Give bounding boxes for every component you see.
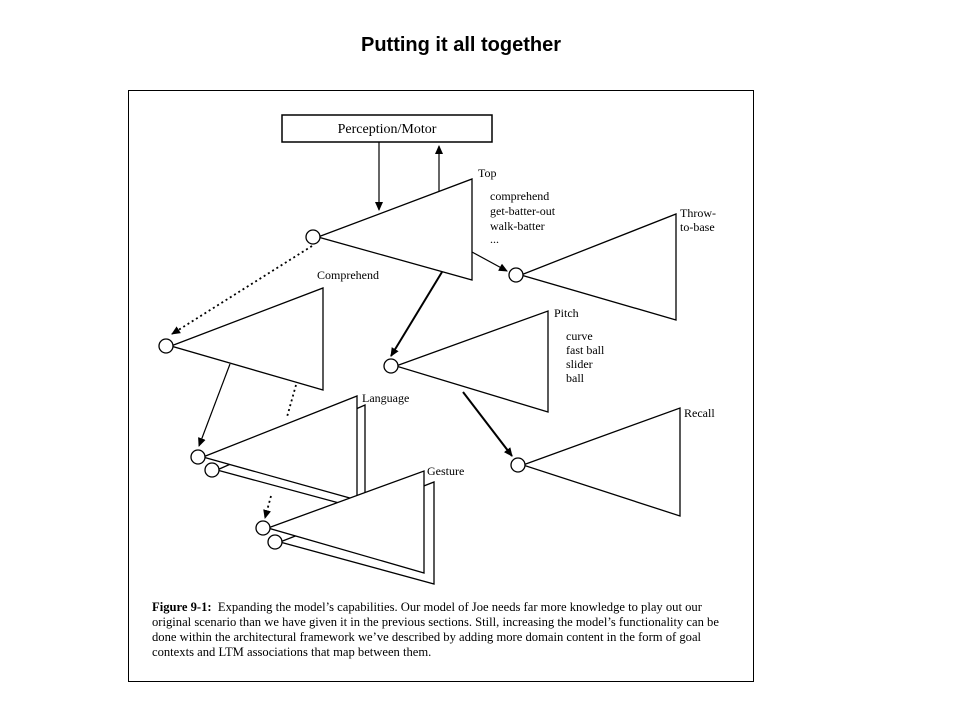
top-label: Top xyxy=(478,166,497,180)
pitch-to-recall-arrow xyxy=(462,391,513,457)
pitch-node-circle xyxy=(383,358,399,374)
recall-node-circle xyxy=(510,457,526,473)
gesture-label: Gesture xyxy=(427,464,464,478)
top-item-comprehend: comprehend xyxy=(490,189,549,203)
comprehend-to-language-dotted xyxy=(286,384,297,418)
comprehend-triangle xyxy=(168,287,324,391)
throw-to-base-node-circle xyxy=(508,267,524,283)
language-goal-context: Language xyxy=(190,391,409,511)
top-goal-context: Top comprehend get-batter-out walk-batte… xyxy=(305,166,556,281)
figure-caption: Figure 9-1: Expanding the model’s capabi… xyxy=(152,600,742,660)
figure-frame xyxy=(128,90,754,682)
pitch-item-ball: ball xyxy=(566,371,585,385)
language-node-circle xyxy=(190,449,206,465)
gesture-node-circle-back xyxy=(267,534,283,550)
language-to-gesture-dotted-arrow xyxy=(263,495,272,519)
pitch-item-curve: curve xyxy=(566,329,593,343)
throw-to-base-label-line2: to-base xyxy=(680,220,715,234)
top-item-walk-batter: walk-batter xyxy=(490,219,545,233)
throw-to-base-label-line1: Throw- xyxy=(680,206,716,220)
pitch-item-slider: slider xyxy=(566,357,593,371)
recall-goal-context: Recall xyxy=(510,406,715,517)
top-item-get-batter-out: get-batter-out xyxy=(490,204,556,218)
language-label: Language xyxy=(362,391,409,405)
pitch-goal-context: Pitch curve fast ball slider ball xyxy=(383,306,605,413)
recall-label: Recall xyxy=(684,406,715,420)
pitch-label: Pitch xyxy=(554,306,579,320)
recall-triangle xyxy=(521,407,681,517)
top-node-circle xyxy=(305,229,321,245)
comprehend-node-circle xyxy=(158,338,174,354)
perception-motor-box xyxy=(281,114,493,143)
pitch-item-fast-ball: fast ball xyxy=(566,343,605,357)
gesture-goal-context: Gesture xyxy=(255,464,464,585)
language-triangle xyxy=(200,395,358,501)
perception-motor-node: Perception/Motor xyxy=(281,114,493,143)
top-to-throw-arrow xyxy=(471,251,508,272)
figure-caption-label: Figure 9-1: xyxy=(152,600,212,614)
comprehend-to-language-arrow xyxy=(198,363,231,447)
comprehend-label: Comprehend xyxy=(317,268,379,282)
comprehend-goal-context: Comprehend xyxy=(158,268,379,391)
figure-caption-text: Expanding the model’s capabilities. Our … xyxy=(152,600,719,659)
top-to-pitch-arrow xyxy=(390,271,443,357)
throw-to-base-goal-context: Throw- to-base xyxy=(508,206,716,321)
slide-title: Putting it all together xyxy=(361,34,561,56)
throw-to-base-triangle xyxy=(518,213,677,321)
gesture-node-circle xyxy=(255,520,271,536)
gesture-triangle xyxy=(265,470,425,574)
perception-motor-label: Perception/Motor xyxy=(338,122,437,137)
pitch-triangle xyxy=(393,310,549,413)
top-item-ellipsis: ... xyxy=(490,232,499,246)
top-triangle xyxy=(315,178,473,281)
language-node-circle-back xyxy=(204,462,220,478)
